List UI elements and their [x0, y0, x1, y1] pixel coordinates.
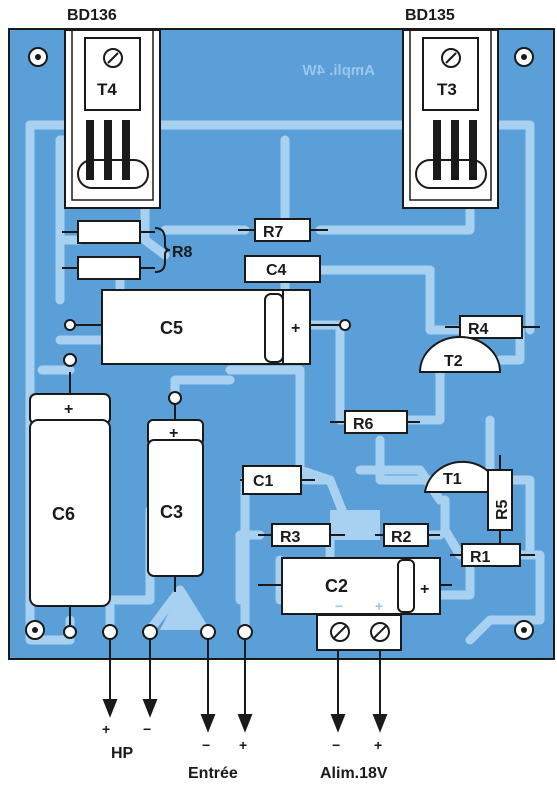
r8-label: R8 [172, 244, 193, 261]
t3-part-number: BD135 [405, 7, 455, 24]
r4-label: R4 [468, 321, 489, 338]
hp-plus-sign: + [102, 721, 110, 737]
r5-label: R5 [494, 499, 511, 520]
capacitor-c5 [70, 289, 345, 365]
t4-part-number: BD136 [67, 7, 117, 24]
mounting-hole-centers [32, 54, 527, 633]
hp-label: HP [111, 745, 134, 762]
capacitor-c4 [244, 255, 321, 283]
board-label: Ampli. 4W [302, 62, 375, 79]
resistor-r1 [450, 543, 535, 567]
terminal-plus-mark: + [375, 598, 383, 614]
entree-label: Entrée [188, 765, 238, 782]
r7-label: R7 [263, 224, 284, 241]
resistor-r2 [375, 523, 440, 547]
solder-pads [63, 319, 351, 640]
capacitor-c6 [29, 372, 111, 625]
c2-plus: + [420, 581, 429, 598]
entree-plus-sign: + [239, 737, 247, 753]
r6-label: R6 [353, 416, 374, 433]
hp-minus-sign: − [143, 721, 151, 737]
transistor-t2 [418, 336, 502, 373]
terminal-minus-mark: − [335, 598, 343, 614]
resistor-r8-a [62, 220, 155, 244]
alim-minus-sign: − [332, 737, 340, 753]
resistor-r8-b [62, 256, 155, 280]
c6-plus: + [64, 401, 73, 418]
resistor-r6 [330, 410, 420, 434]
r8-brace [154, 227, 171, 273]
c1-label: C1 [253, 473, 274, 490]
resistor-r7 [238, 218, 328, 242]
capacitor-c3 [147, 398, 204, 592]
c5-plus: + [291, 320, 300, 337]
c5-label: C5 [160, 318, 183, 338]
power-terminal-block [316, 614, 402, 651]
c4-label: C4 [266, 262, 287, 279]
capacitor-c2 [258, 557, 452, 615]
r3-label: R3 [280, 529, 301, 546]
ground-pad [160, 590, 200, 630]
copper-traces [25, 120, 545, 645]
c3-plus: + [169, 425, 178, 442]
c2-label: C2 [325, 576, 348, 596]
transistor-t3 [402, 29, 499, 209]
resistor-r4 [445, 315, 540, 339]
t2-label: T2 [444, 353, 463, 370]
t4-ref: T4 [97, 80, 117, 99]
t1-label: T1 [443, 471, 462, 488]
resistor-r3 [258, 523, 345, 547]
transistor-t4 [64, 29, 161, 209]
resistor-r5 [487, 455, 513, 545]
r1-label: R1 [470, 549, 491, 566]
c3-label: C3 [160, 502, 183, 522]
alim-plus-sign: + [374, 737, 382, 753]
alim-label: Alim.18V [320, 765, 388, 782]
connection-arrows [102, 640, 388, 733]
t3-ref: T3 [437, 80, 457, 99]
entree-minus-sign: − [202, 737, 210, 753]
r2-label: R2 [391, 529, 412, 546]
capacitor-c1 [240, 465, 315, 495]
c6-label: C6 [52, 504, 75, 524]
